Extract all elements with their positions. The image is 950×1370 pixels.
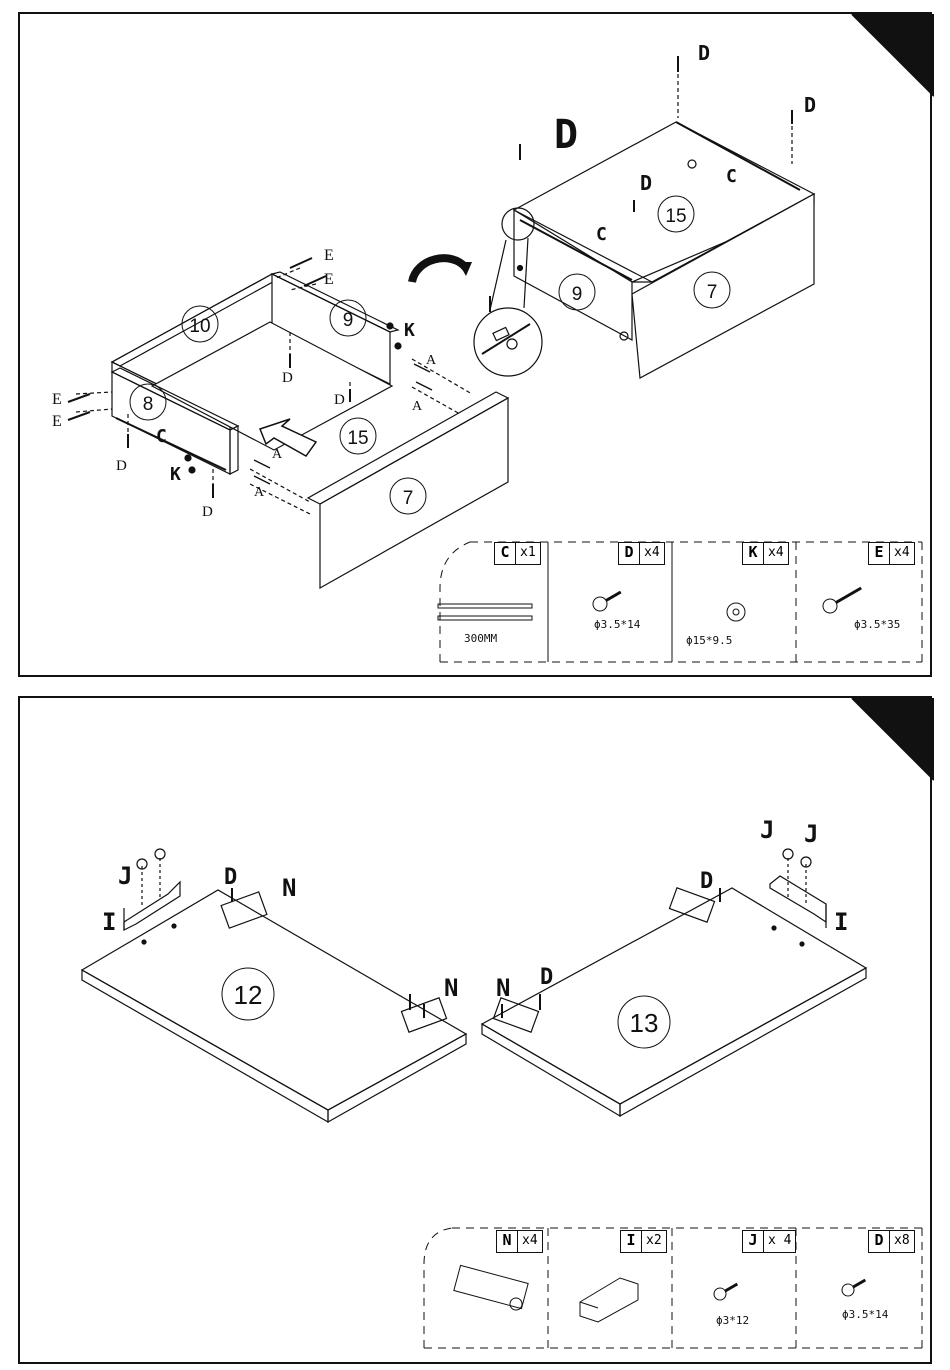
label-n: N	[282, 874, 296, 902]
part-number-7: 7	[707, 282, 718, 303]
part-number-7: 7	[403, 488, 414, 509]
part-number-13: 13	[630, 1008, 659, 1038]
assembled-drawer	[474, 56, 814, 378]
legend-tag-d: D x4	[618, 542, 665, 565]
label-c: C	[726, 166, 737, 187]
part-number-9: 9	[572, 284, 583, 305]
label-i: I	[102, 908, 116, 936]
label-j: J	[760, 816, 774, 844]
label-k: K	[404, 320, 415, 341]
label-e: E	[52, 413, 62, 430]
part-number-15: 15	[665, 206, 686, 227]
rotate-arrow-icon	[412, 258, 466, 282]
legend-spec-d: ϕ3.5*14	[842, 1308, 888, 1321]
label-k: K	[170, 464, 181, 485]
label-d: D	[640, 171, 652, 195]
legend-tag-i: I x2	[620, 1230, 667, 1253]
label-a: A	[426, 353, 437, 368]
door-hinge-diagram: J I D N N N D D J J I 12 13	[20, 698, 934, 1366]
door-panel-12	[82, 849, 466, 1122]
part-number-15: 15	[347, 428, 368, 449]
label-e: E	[324, 247, 334, 264]
label-d: D	[224, 865, 237, 890]
part-number-10: 10	[189, 316, 210, 337]
label-d: D	[282, 370, 293, 386]
label-j: J	[118, 862, 132, 890]
label-i: I	[834, 908, 848, 936]
label-a: A	[272, 447, 283, 462]
label-n: N	[496, 974, 510, 1002]
label-e: E	[52, 391, 62, 408]
legend-spec-d: ϕ3.5*14	[594, 618, 640, 631]
legend-tag-d: D x8	[868, 1230, 915, 1253]
part-number-9: 9	[343, 310, 354, 331]
label-a: A	[254, 485, 265, 500]
part-number-8: 8	[143, 394, 154, 415]
label-j: J	[804, 820, 818, 848]
legend-tag-j: J x 4	[742, 1230, 796, 1253]
label-c: C	[156, 426, 167, 447]
legend-spec-c: 300MM	[464, 632, 497, 645]
drawer-assembly-diagram: D D D D C C K K C E E E E D D D D A A A …	[20, 14, 934, 679]
label-d-large: D	[554, 112, 578, 158]
legend-tag-c: C x1	[494, 542, 541, 565]
legend-tag-k: K x4	[742, 542, 789, 565]
label-d: D	[334, 392, 345, 408]
assembly-step-drawer: D D D D C C K K C E E E E D D D D A A A …	[18, 12, 932, 677]
label-d: D	[700, 869, 713, 894]
part-number-12: 12	[234, 980, 263, 1010]
label-n: N	[444, 974, 458, 1002]
legend-spec-e: ϕ3.5*35	[854, 618, 900, 631]
label-d: D	[698, 41, 710, 65]
legend-spec-j: ϕ3*12	[716, 1314, 749, 1327]
legend-tag-e: E x4	[868, 542, 915, 565]
label-e: E	[324, 271, 334, 288]
exploded-drawer	[68, 258, 508, 588]
label-d: D	[804, 93, 816, 117]
label-d: D	[116, 458, 127, 474]
label-d: D	[540, 965, 553, 990]
label-a: A	[412, 399, 423, 414]
legend-tag-n: N x4	[496, 1230, 543, 1253]
assembly-step-doors: J I D N N N D D J J I 12 13	[18, 696, 932, 1364]
legend-spec-k: ϕ15*9.5	[686, 634, 732, 647]
label-c: C	[596, 224, 607, 245]
label-d: D	[202, 504, 213, 520]
